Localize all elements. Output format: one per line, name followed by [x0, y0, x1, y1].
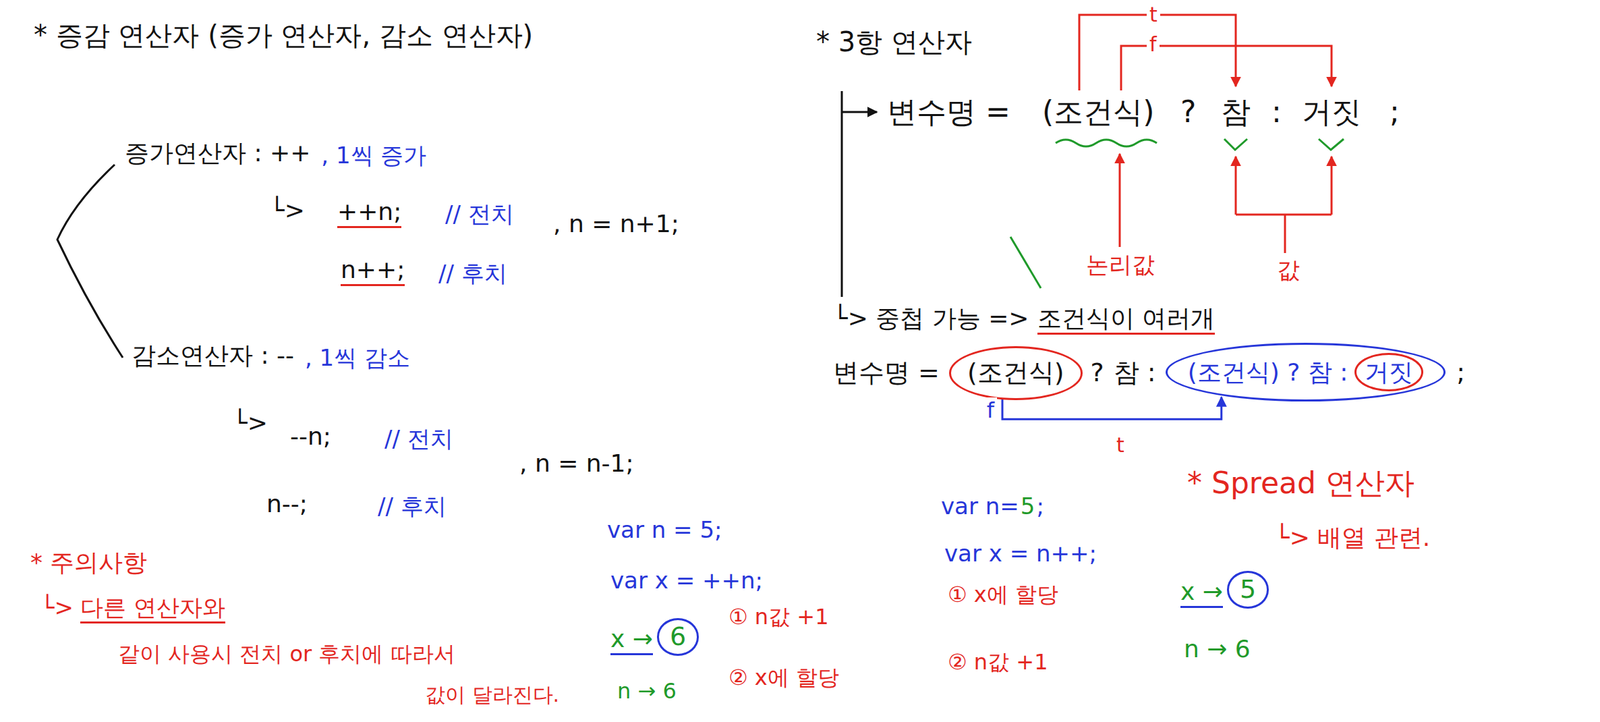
code-example: var n = 5; [607, 516, 722, 544]
branch-bracket [57, 164, 123, 358]
warning-text: 값이 달라진다. [424, 682, 560, 707]
code-example: ; [1036, 492, 1044, 521]
warning-text: 같이 사용시 전치 or 후치에 따라서 [118, 640, 456, 667]
node-text: (조건식) ? 참 : [1187, 357, 1349, 387]
result: n → 6 [1183, 634, 1251, 664]
branch-arrow: └> [232, 408, 268, 438]
comment: // 후치 [438, 259, 508, 288]
code: , n = n-1; [519, 448, 635, 478]
code: --n; [290, 421, 332, 451]
circled-condition: (조건식) [949, 346, 1083, 400]
section-heading: * 3항 연산자 [816, 25, 973, 59]
comment: // 전치 [384, 424, 454, 453]
syntax: 변수명 = [887, 94, 1011, 131]
syntax: : [1271, 94, 1282, 131]
note: , 1씩 증가 [321, 141, 427, 170]
code-example: var x = n++; [944, 539, 1097, 568]
section-heading: * Spread 연산자 [1187, 465, 1415, 502]
step-note: ① x에 할당 [947, 581, 1059, 608]
syntax: ? [1090, 357, 1105, 389]
step-note: ① n값 +1 [728, 603, 829, 630]
syntax: 참 [1220, 94, 1251, 131]
note: , 1씩 감소 [304, 344, 411, 372]
warning-heading: * 주의사항 [30, 547, 148, 577]
green-tick [1224, 138, 1248, 150]
operator-name: 증가연산자 : ++ [124, 138, 311, 168]
syntax: (조건식) [1042, 94, 1155, 131]
comment: // 후치 [377, 492, 447, 521]
syntax: 거짓 [1301, 94, 1362, 131]
section-heading: * 증감 연산자 (증가 연산자, 감소 연산자) [33, 18, 533, 52]
boolean-arrow [1119, 153, 1122, 247]
warning-text: 다른 연산자와 [80, 593, 226, 624]
branch-arrow [841, 111, 877, 114]
green-squiggle [1055, 139, 1157, 147]
connector-label: f [984, 397, 997, 423]
code-example: var n= [940, 492, 1020, 521]
code: , n = n+1; [553, 209, 680, 239]
node-text: (조건식) [967, 357, 1065, 389]
circled-result: 5 [1226, 570, 1269, 609]
note: 조건식이 여러개 [1037, 303, 1215, 335]
value-arrow [1235, 156, 1238, 215]
comment: // 전치 [445, 200, 514, 228]
branch-tag: f [1146, 32, 1160, 57]
annotation: 논리값 [1086, 250, 1155, 279]
green-tick [1318, 138, 1344, 150]
branch-tag: t [1116, 433, 1125, 458]
note: └> 중첩 가능 => [833, 303, 1030, 333]
connector-arrow [1002, 396, 1222, 419]
code-example: 5 [1020, 492, 1036, 521]
value-bracket [1235, 214, 1332, 253]
syntax: ; [1389, 94, 1400, 131]
operator-name: 감소연산자 : -- [131, 340, 295, 370]
result: n → 6 [617, 677, 677, 704]
syntax: 참 : [1113, 357, 1157, 389]
code-example: var x = ++n; [610, 566, 763, 595]
circled-result: 6 [656, 617, 699, 656]
branch-tag: t [1146, 2, 1161, 27]
annotation: 값 [1276, 256, 1300, 284]
result: x → [1180, 576, 1223, 608]
green-stroke [1010, 236, 1041, 289]
branch-line [841, 91, 844, 297]
code: n--; [266, 489, 308, 519]
step-note: ② x에 할당 [728, 664, 840, 691]
branch-arrow: └> [40, 593, 74, 622]
step-note: ② n값 +1 [947, 648, 1048, 675]
value-arrow [1330, 156, 1333, 215]
node-text: 거짓 [1364, 357, 1414, 387]
syntax: ? [1180, 94, 1196, 131]
code: ++n; [337, 196, 402, 228]
branch-arrow: └> [269, 195, 305, 225]
code: n++; [340, 254, 405, 287]
nested-ternary-oval: (조건식) ? 참 : 거짓 [1165, 342, 1447, 402]
node-text: 5 [1239, 574, 1256, 606]
syntax: ; [1456, 357, 1466, 389]
note: └> 배열 관련. [1274, 522, 1431, 552]
node-text: 6 [669, 621, 687, 653]
syntax: 변수명 = [833, 357, 940, 389]
circled-false-value: 거짓 [1354, 352, 1424, 392]
result: x → [610, 623, 653, 655]
